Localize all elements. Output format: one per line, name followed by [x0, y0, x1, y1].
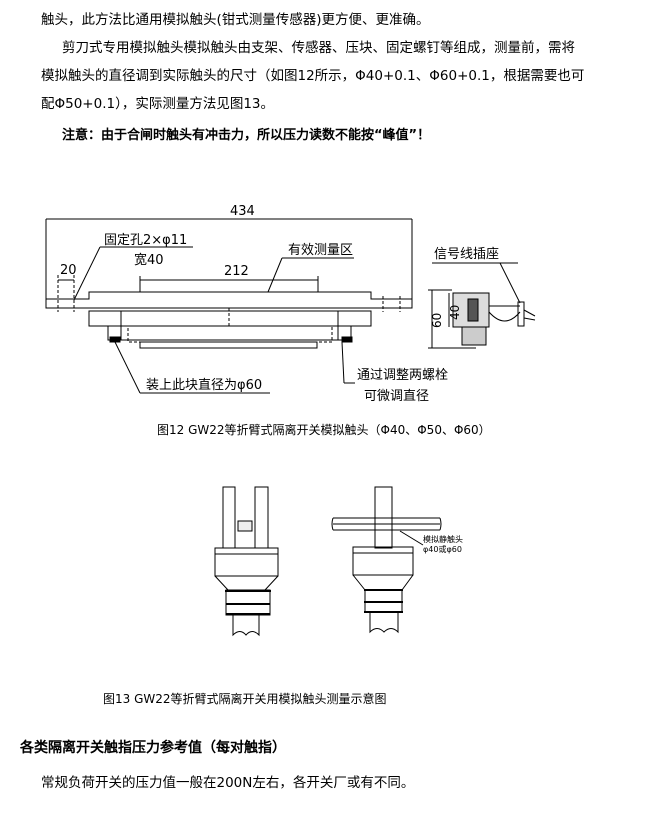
dim-212: 212 [224, 264, 249, 279]
label-diameter: φ40或φ60 [423, 544, 462, 554]
label-adjust: 可微调直径 [364, 389, 429, 404]
label-adjust: 通过调整两螺栓 [357, 368, 448, 383]
dim-60: 60 [430, 313, 444, 328]
label-holes: 固定孔2×φ11 [104, 233, 187, 248]
label-zone: 有效测量区 [288, 243, 353, 258]
mounting-plate [45, 291, 413, 309]
label-block: 装上此块直径为φ60 [146, 378, 262, 393]
label-socket: 信号线插座 [434, 247, 499, 262]
figure-12-caption: 图12 GW22等折臂式隔离开关模拟触头（Φ40、Φ50、Φ60） [157, 423, 491, 437]
figure-13-caption: 图13 GW22等折臂式隔离开关用模拟触头测量示意图 [103, 692, 387, 706]
dim-20: 20 [60, 263, 77, 278]
section-heading: 各类隔离开关触指压力参考值（每对触指） [20, 740, 286, 756]
dim-434: 434 [230, 204, 255, 219]
paragraph-line: 模拟触头的直径调到实际触头的尺寸（如图12所示，Φ40+0.1、Φ60+0.1，… [41, 68, 585, 84]
label-static-contact: 模拟静触头 [423, 534, 463, 544]
section-body: 常规负荷开关的压力值一般在200N左右，各开关厂或有不同。 [41, 775, 415, 791]
paragraph-line: 配Φ50+0.1），实际测量方法见图13。 [41, 96, 275, 112]
paragraph-line: 触头，此方法比通用模拟触头(钳式测量传感器)更方便、更准确。 [41, 12, 430, 28]
note-text: 注意：由于合闸时触头有冲击力，所以压力读数不能按“峰值”！ [62, 128, 431, 143]
label-width: 宽40 [134, 252, 164, 268]
paragraph-line: 剪刀式专用模拟触头模拟触头由支架、传感器、压块、固定螺钉等组成，测量前，需将 [62, 40, 575, 56]
dim-40: 40 [448, 305, 462, 320]
